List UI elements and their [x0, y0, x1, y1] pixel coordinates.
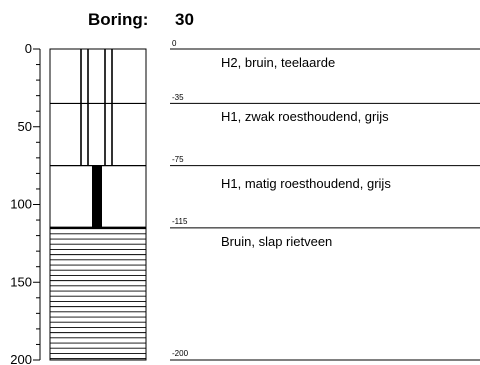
oxidation-marks — [80, 49, 113, 165]
column-layer-boundaries — [50, 102, 146, 230]
soil-column-outline — [49, 48, 147, 361]
boring-number: 30 — [175, 10, 194, 29]
depth-tick-label: 100 — [10, 197, 32, 212]
bottom-depth-label: -200 — [172, 349, 189, 358]
depth-tick-label: 150 — [10, 274, 32, 289]
depth-tick-label: 50 — [18, 119, 32, 134]
depth-tick-label: 0 — [25, 41, 32, 56]
boring-label: Boring: — [88, 10, 149, 29]
layer-description: H2, bruin, teelaarde — [221, 55, 335, 70]
layer-description: H1, matig roesthoudend, grijs — [221, 176, 391, 191]
peat-hatch-pattern — [50, 233, 146, 360]
depth-axis-ticks: 0 50 100 150 200 — [10, 41, 40, 365]
depth-tick-label: 200 — [10, 352, 32, 365]
layer-top-label: -75 — [172, 155, 184, 164]
layer-description: H1, zwak roesthoudend, grijs — [221, 109, 389, 124]
layer-top-label: 0 — [172, 39, 177, 48]
layer-top-label: -115 — [172, 217, 188, 226]
layer-description-lines — [170, 48, 480, 361]
layer-top-label: -35 — [172, 93, 184, 102]
layer-description: Bruin, slap rietveen — [221, 234, 332, 249]
strong-oxidation-block — [92, 166, 102, 227]
